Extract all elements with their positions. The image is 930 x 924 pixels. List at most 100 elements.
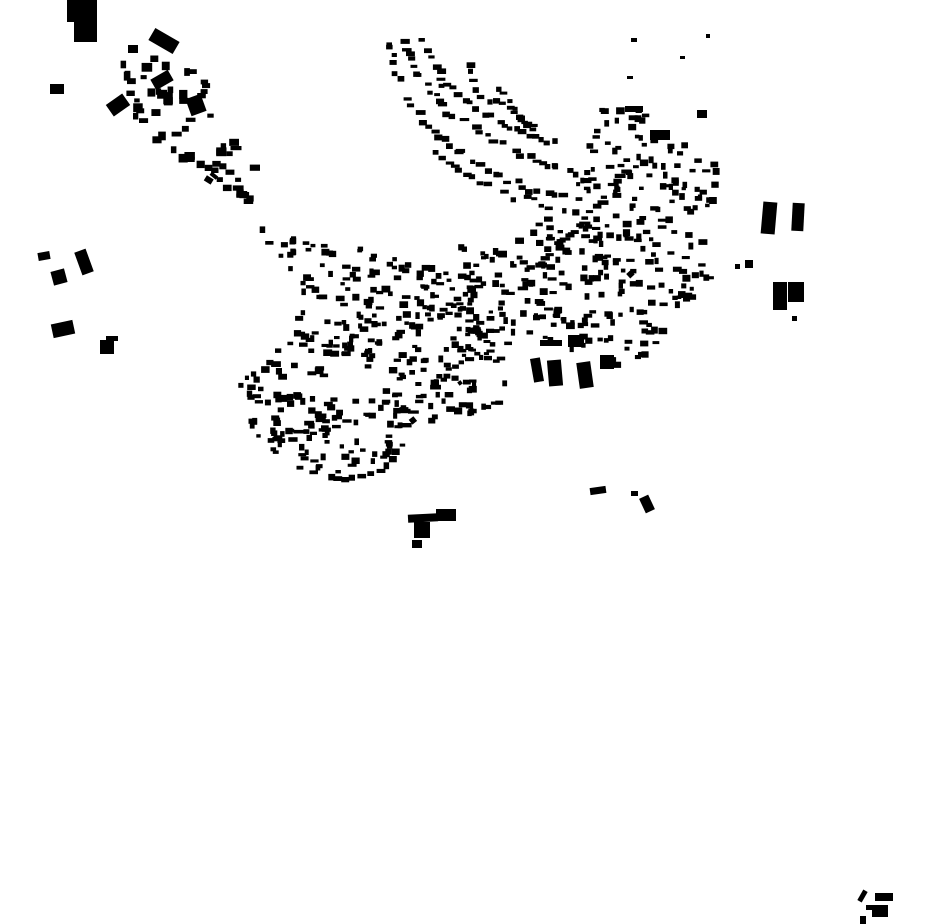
building: [437, 68, 447, 74]
building: [200, 89, 208, 94]
building: [484, 404, 492, 410]
building: [303, 429, 310, 434]
building: [570, 230, 579, 234]
building: [328, 339, 333, 346]
building: [304, 420, 315, 426]
building: [608, 357, 616, 363]
building: [385, 441, 393, 447]
building: [788, 282, 804, 302]
building: [532, 159, 542, 163]
building: [363, 298, 373, 306]
building: [376, 339, 383, 346]
building: [332, 424, 341, 429]
building: [341, 320, 347, 325]
buildings-layer: [37, 0, 893, 924]
building: [481, 256, 486, 260]
building: [438, 355, 444, 363]
building: [616, 107, 625, 115]
building: [617, 291, 623, 297]
building: [599, 255, 608, 260]
building: [197, 93, 206, 99]
building: [562, 208, 567, 214]
building: [580, 274, 588, 282]
building: [604, 311, 613, 317]
building: [462, 291, 469, 297]
building: [593, 238, 598, 244]
building: [668, 183, 673, 190]
building: [860, 916, 866, 924]
building: [481, 403, 486, 410]
building: [364, 364, 372, 369]
building: [552, 163, 559, 170]
building: [655, 206, 661, 213]
building: [667, 251, 675, 255]
building: [202, 83, 211, 89]
building: [457, 348, 467, 353]
building: [167, 86, 174, 94]
building: [416, 270, 424, 277]
building: [467, 297, 474, 303]
building: [672, 266, 682, 272]
building: [553, 312, 561, 318]
building: [628, 123, 637, 131]
building: [428, 55, 435, 59]
building: [463, 262, 471, 269]
building: [148, 27, 180, 55]
building: [510, 110, 518, 114]
building: [226, 151, 233, 157]
building: [334, 336, 340, 340]
building: [305, 277, 314, 281]
building: [120, 60, 127, 69]
building: [507, 99, 513, 104]
building: [601, 259, 609, 266]
building: [600, 195, 607, 199]
building: [310, 335, 315, 342]
building: [520, 310, 527, 317]
building: [444, 392, 454, 398]
building: [339, 444, 344, 449]
building: [302, 241, 310, 245]
building: [604, 224, 610, 228]
building: [699, 270, 704, 277]
building: [229, 138, 239, 146]
building: [295, 315, 304, 321]
building: [289, 237, 297, 245]
building: [400, 38, 410, 44]
building: [433, 294, 439, 298]
building: [306, 285, 315, 289]
building: [639, 117, 646, 124]
building: [67, 0, 97, 22]
building: [709, 197, 717, 204]
building: [565, 283, 572, 291]
building: [277, 407, 284, 413]
building: [434, 134, 443, 141]
building: [150, 69, 174, 91]
building: [275, 368, 282, 375]
building: [592, 226, 601, 230]
building: [597, 337, 603, 342]
building: [150, 55, 159, 62]
building: [665, 216, 673, 224]
building: [519, 115, 525, 121]
building: [503, 317, 508, 324]
building: [639, 494, 655, 514]
building: [288, 266, 293, 272]
building: [207, 113, 214, 118]
building: [347, 341, 353, 348]
building: [604, 254, 611, 258]
building: [645, 259, 654, 265]
building: [530, 229, 538, 236]
building: [620, 268, 626, 273]
building: [443, 347, 449, 352]
building: [633, 165, 639, 169]
building: [320, 243, 328, 248]
building: [124, 70, 131, 80]
building: [157, 89, 168, 99]
building: [633, 238, 642, 243]
building: [430, 384, 441, 390]
building: [631, 38, 637, 42]
building: [342, 342, 348, 349]
building: [352, 266, 361, 272]
building: [200, 79, 209, 85]
building: [209, 171, 219, 180]
